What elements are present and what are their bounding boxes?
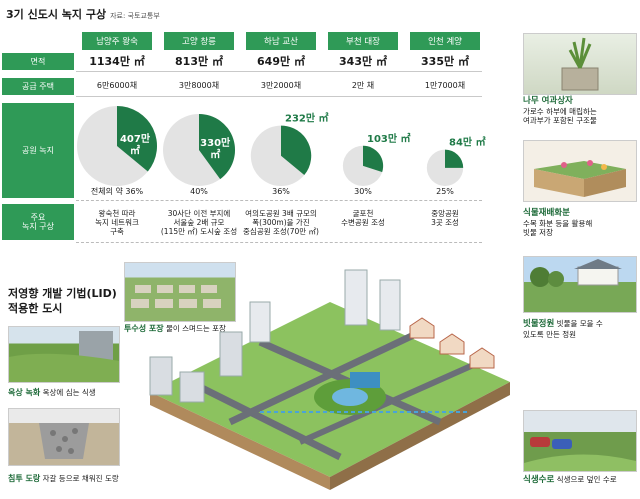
- filter-box-title: 나무 여과상자: [523, 96, 573, 106]
- park-share-label: 25%: [436, 187, 454, 196]
- bioswale-photo: [523, 410, 637, 472]
- main-plan-text: 중앙공원 3곳 조성: [431, 209, 459, 227]
- column-header: 인천 계양: [410, 32, 480, 50]
- planter-illustration: [534, 160, 626, 197]
- pie-slice: [281, 125, 312, 176]
- park-area-label: 232만 ㎡: [285, 112, 329, 125]
- source-text: 자료: 국토교통부: [110, 12, 160, 20]
- filter-box-illustration: [561, 37, 599, 91]
- infiltration-trench-illustration: [9, 423, 119, 465]
- row-divider: [76, 200, 482, 201]
- pie-slice: [117, 106, 157, 172]
- bioswale-title: 식생수로: [523, 475, 555, 485]
- planter-desc: 수목 화분 등을 활용해 빗물 저장: [523, 218, 593, 237]
- park-area-label: 84만 ㎡: [449, 136, 486, 149]
- housing-value: 3만2000채: [260, 81, 302, 90]
- permeable-pavement-photo: [124, 262, 236, 322]
- main-plan-text: 굴포천 수변공원 조성: [341, 209, 385, 227]
- park-share-label: 36%: [272, 187, 290, 196]
- filter-box-photo: [523, 33, 637, 95]
- green-roof-title: 옥상 녹화: [8, 388, 41, 397]
- column-header: 부천 대장: [328, 32, 398, 50]
- housing-value: 1만7000채: [424, 81, 466, 90]
- lid-title-line2: 적용한 도시: [8, 301, 63, 315]
- permeable-desc: 물이 스며드는 포장: [163, 324, 226, 333]
- planter-title: 식물재배화분: [523, 208, 570, 218]
- area-value: 813만 ㎡: [175, 55, 223, 68]
- park-share-label: 전체의 약 36%: [90, 187, 144, 196]
- column-header: 고양 창릉: [164, 32, 234, 50]
- rain-garden-illustration: [530, 259, 622, 287]
- side-bioswale: 식생수로 식생으로 덮인 수로: [523, 475, 635, 486]
- lid-title-line1: 저영향 개발 기법(LID): [8, 287, 117, 300]
- caption-permeable: 투수성 포장 물이 스며드는 포장: [124, 324, 226, 334]
- side-filter-box: 나무 여과상자 가로수 하부에 매립하는 여과부가 포함된 구조물: [523, 96, 635, 125]
- column-header: 남양주 왕숙: [82, 32, 152, 50]
- park-area-label: 103만 ㎡: [367, 132, 411, 145]
- side-planter: 식물재배화분 수목 화분 등을 활용해 빗물 저장: [523, 208, 635, 237]
- housing-value: 3만8000채: [178, 81, 220, 90]
- row-label-main: 주요 녹지 구상: [2, 204, 74, 240]
- planter-photo: [523, 140, 637, 202]
- row-label-park: 공원 녹지: [2, 103, 74, 198]
- infiltration-trench-photo: [8, 408, 120, 466]
- green-roof-illustration: [9, 331, 119, 382]
- green-roof-photo: [8, 326, 120, 383]
- city-illustration: [149, 269, 510, 490]
- pie-slice: [445, 149, 464, 168]
- area-value: 649만 ㎡: [257, 55, 305, 68]
- housing-value: 6만6000채: [96, 81, 138, 90]
- bioswale-illustration: [524, 437, 636, 471]
- area-value: 343만 ㎡: [339, 55, 387, 68]
- main-plan-text: 왕숙천 따라 녹지 네트워크 구축: [95, 209, 139, 236]
- main-plan-text: 여의도공원 3배 규모의 폭(300m)을 가진 중심공원 조성(70만 ㎡): [243, 209, 319, 236]
- rain-garden-title: 빗물정원: [523, 319, 555, 329]
- pie-slice: [363, 145, 384, 173]
- column-header: 하남 교산: [246, 32, 316, 50]
- park-share-label: 30%: [354, 187, 372, 196]
- park-share-label: 40%: [190, 187, 208, 196]
- rain-garden-photo: [523, 256, 637, 313]
- side-rain-garden: 빗물정원 빗물을 모을 수 있도록 만든 정원: [523, 319, 635, 339]
- permeable-pavement-illustration: [131, 285, 221, 308]
- trench-title: 침투 도랑: [8, 474, 41, 483]
- housing-value: 2만 채: [351, 81, 375, 90]
- row-label-housing: 공급 주택: [2, 78, 74, 95]
- main-plan-text: 30사단 이전 부지에 서울숲 2배 규모 (115만 ㎡) 도시숲 조성: [160, 209, 238, 236]
- row-divider: [76, 96, 482, 97]
- row-divider: [76, 71, 482, 72]
- pie-slice: [199, 113, 236, 180]
- trench-desc: 자갈 등으로 채워진 도랑: [40, 474, 119, 483]
- caption-trench: 침투 도랑 자갈 등으로 채워진 도랑: [8, 474, 119, 484]
- green-roof-desc: 옥상에 심는 식생: [40, 388, 96, 397]
- rain-garden-desc: 빗물을 모을 수 있도록 만든 정원: [523, 319, 603, 339]
- caption-green-roof: 옥상 녹화 옥상에 심는 식생: [8, 388, 96, 398]
- bioswale-desc: 식생으로 덮인 수로: [554, 475, 617, 484]
- lid-title: 저영향 개발 기법(LID) 적용한 도시: [8, 287, 117, 317]
- filter-box-desc: 가로수 하부에 매립하는 여과부가 포함된 구조물: [523, 106, 597, 125]
- permeable-title: 투수성 포장: [124, 324, 164, 333]
- area-value: 1134만 ㎡: [89, 55, 145, 68]
- title-text: 3기 신도시 녹지 구상: [6, 8, 107, 21]
- row-divider: [76, 242, 482, 243]
- row-label-area: 면적: [2, 53, 74, 70]
- area-value: 335만 ㎡: [421, 55, 469, 68]
